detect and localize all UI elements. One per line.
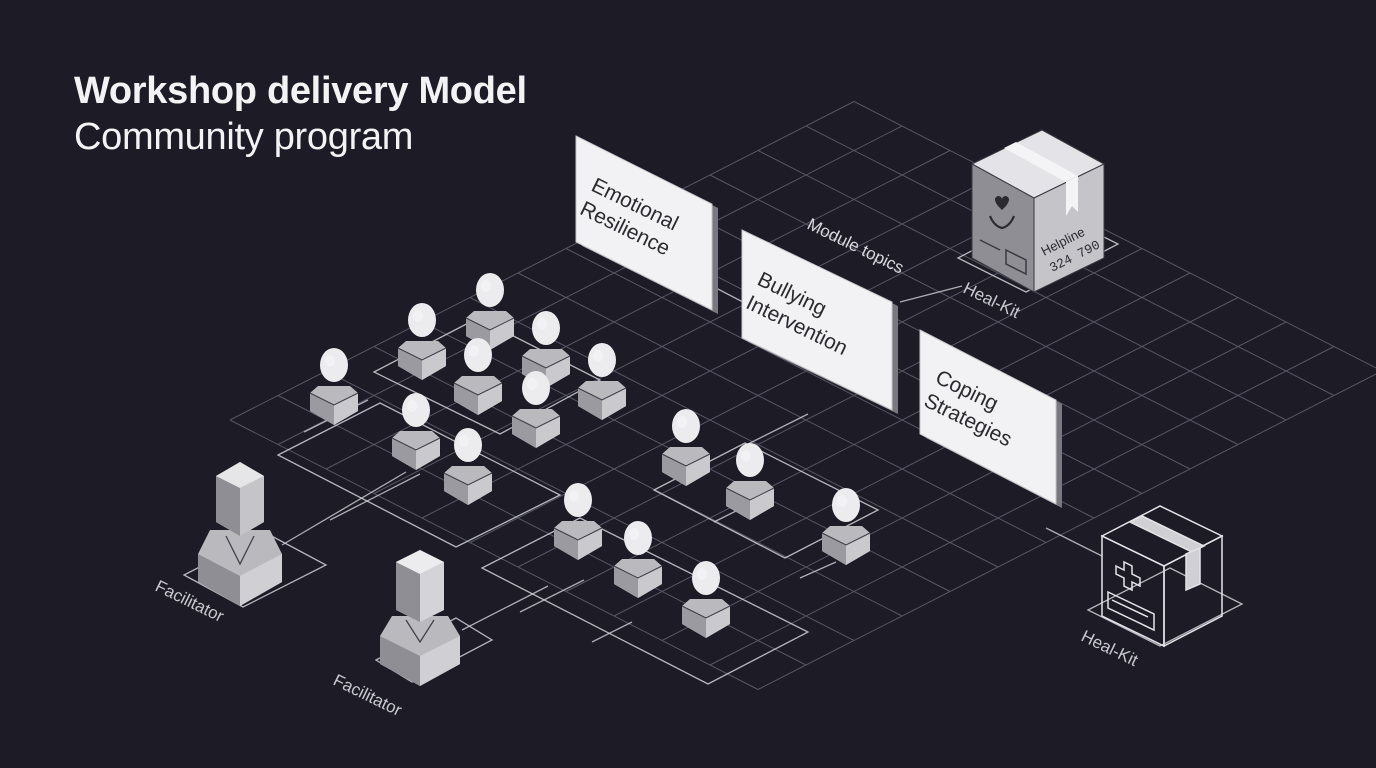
diagram-subtitle: Community program <box>74 116 414 158</box>
module-card-bullying-intervention: Bullying Intervention <box>741 229 898 414</box>
facilitator-figure-2 <box>379 549 461 687</box>
heal-kit-label-2: Heal-Kit <box>1078 627 1141 671</box>
module-card-emotional-resilience: Emotional Resilience <box>575 135 718 314</box>
heal-kit-label-1: Heal-Kit <box>960 279 1023 323</box>
heal-kit-box-1: Helpline 324 790 <box>970 129 1106 293</box>
module-card-coping-strategies: Coping Strategies <box>919 329 1062 508</box>
heal-kit-box-2 <box>1100 505 1224 648</box>
participant-figure <box>577 342 627 421</box>
facilitator-figure-1 <box>197 461 283 607</box>
participant-figure <box>309 347 359 426</box>
participant-figure <box>453 337 503 416</box>
diagram-heading: Workshop delivery Model Community progra… <box>74 68 527 160</box>
participant-figure <box>397 302 447 381</box>
medical-cross-icon <box>1115 560 1141 592</box>
facilitator-label-2: Facilitator <box>330 671 405 721</box>
hands-heart-icon <box>988 196 1016 230</box>
participant-figure <box>821 487 871 566</box>
diagram-title: Workshop delivery Model <box>74 70 527 112</box>
participant-figure <box>553 482 603 561</box>
participant-figure <box>661 408 711 487</box>
participant-figure <box>465 272 515 351</box>
participant-figure <box>613 520 663 599</box>
